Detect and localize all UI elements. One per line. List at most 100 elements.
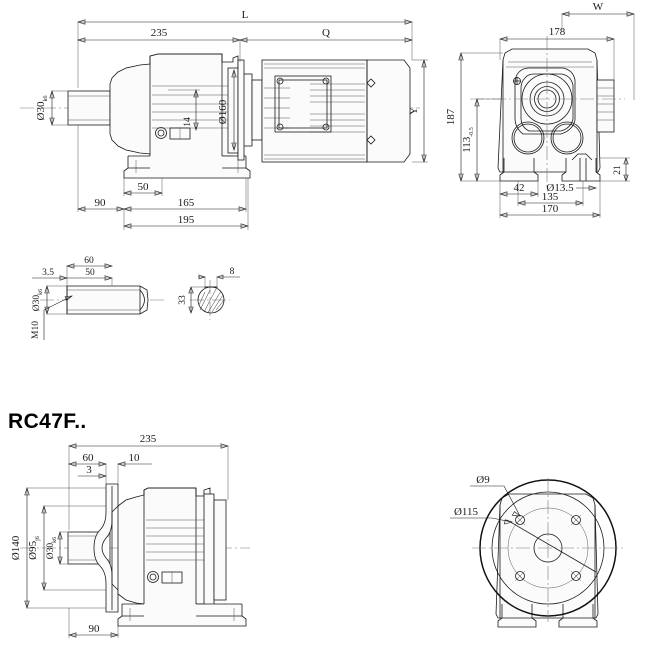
flange-foot-left	[497, 604, 537, 628]
dimension-d160: Ø160	[217, 68, 237, 152]
dimension-b140: Ø140	[10, 486, 106, 610]
dim-label-f115: Ø115	[454, 506, 479, 518]
dim-label-195: 195	[178, 214, 195, 226]
dimension-b10: 10	[116, 452, 152, 484]
motor-body	[261, 59, 368, 163]
dimension-d30k6: Ø30k6	[35, 89, 78, 127]
dimension-M10: M10	[31, 295, 73, 340]
breather-plug-icon	[513, 77, 521, 85]
dim-label-235: 235	[151, 27, 168, 39]
dim-label-d160: Ø160	[217, 99, 229, 124]
dim-label-b30: Ø30k6	[46, 537, 58, 559]
lower-bosses	[511, 121, 584, 155]
dim-label-d13-5: Ø13.5	[546, 182, 574, 194]
dim-label-113: 113-0.5	[461, 127, 475, 153]
fin-group	[264, 83, 365, 133]
flange-section	[227, 59, 263, 161]
shaft-body	[66, 285, 149, 315]
dim-label-14: 14	[183, 117, 193, 127]
dimension-14: 14	[168, 88, 200, 132]
flange-side-elevation-view: 235 60 10 3 Ø140	[10, 433, 250, 638]
dimension-b90: 90	[67, 608, 120, 638]
dim-label-b95: Ø95j6	[27, 536, 41, 560]
dimension-50: 50	[122, 178, 164, 196]
dim-label-b235: 235	[140, 433, 157, 445]
dimension-42: 42	[498, 181, 540, 197]
dimension-d13-5: Ø13.5	[546, 182, 598, 194]
end-view-feet	[499, 153, 601, 182]
dimension-shaft-50: 50	[67, 268, 114, 286]
dim-label-21: 21	[613, 165, 623, 175]
flange-housing-outline	[495, 493, 599, 619]
dim-label-shaft-d30k6: Ø30k6	[32, 289, 44, 311]
dimension-b235: 235	[67, 433, 230, 530]
dim-label-165: 165	[178, 197, 195, 209]
dim-label-b140: Ø140	[10, 535, 22, 560]
dim-label-M10: M10	[31, 321, 41, 339]
dim-label-shaft-50: 50	[85, 268, 95, 278]
side-fins	[596, 79, 615, 133]
dimension-W: W	[560, 1, 636, 100]
dim-label-170: 170	[542, 203, 559, 215]
dimension-165: 165	[122, 178, 248, 212]
dim-label-b3: 3	[86, 464, 92, 476]
dim-label-b90: 90	[89, 623, 101, 635]
bolt-hole	[570, 570, 582, 582]
side-elevation-view: L 235 Q Ø30k6	[20, 9, 428, 230]
dimension-Q: Q	[238, 27, 414, 43]
page-title: RC47F..	[8, 410, 87, 433]
dimension-shaft-d30k6: Ø30k6	[32, 284, 67, 316]
dimension-b30: Ø30k6	[46, 530, 70, 566]
section-hatching	[198, 288, 225, 313]
dimension-b3: 3	[78, 464, 108, 479]
dimension-235: 235	[76, 27, 242, 62]
mounting-feet	[123, 155, 251, 179]
dimension-21: 21	[600, 157, 630, 182]
dimension-135: 135	[516, 181, 585, 206]
bolt-hole-group	[514, 514, 582, 582]
dim-label-3-5: 3.5	[42, 268, 54, 278]
dimension-f9: Ø9	[470, 474, 521, 517]
dim-label-L: L	[242, 9, 249, 21]
dimension-178: 178	[498, 26, 616, 80]
dim-label-8: 8	[230, 267, 235, 277]
dimension-187: 187	[445, 51, 503, 183]
dim-label-50: 50	[138, 181, 150, 193]
key-cross-section-view: 33 8	[178, 267, 240, 320]
dimension-shaft-60: 60	[65, 256, 114, 286]
dimension-170: 170	[498, 181, 602, 218]
dimension-8: 8	[198, 267, 240, 288]
dimension-113: 113-0.5	[461, 97, 503, 183]
bottom-flange-block	[203, 493, 227, 607]
dim-label-90: 90	[95, 197, 107, 209]
dim-label-W: W	[593, 1, 604, 13]
bottom-mounting-feet	[117, 603, 247, 627]
bolt-circle-indicator	[506, 519, 597, 573]
bottom-gear-housing	[117, 487, 211, 613]
output-shaft	[67, 90, 111, 126]
dimension-33: 33	[178, 286, 205, 314]
fan-cowl	[366, 59, 411, 163]
dimension-90: 90	[76, 125, 126, 212]
dim-label-33: 33	[178, 295, 188, 305]
dim-label-187: 187	[445, 108, 457, 125]
housing-outline	[497, 48, 601, 173]
dimension-195: 195	[122, 178, 250, 230]
flange-foot-right	[558, 604, 598, 628]
dimension-Y: Y	[408, 58, 428, 164]
end-elevation-view: W 178 187 113-0.5	[445, 1, 636, 218]
shaft-detail-view: Ø30k6 3.5 50 60 M10	[31, 256, 165, 340]
dim-label-d30k6: Ø30k6	[35, 96, 49, 121]
dim-label-f9: Ø9	[476, 474, 490, 486]
dim-label-b60: 60	[83, 452, 95, 464]
bolt-hole	[570, 514, 582, 526]
dim-label-shaft-60: 60	[84, 256, 94, 266]
dimension-b95: Ø95j6	[27, 504, 106, 592]
dimension-L: L	[76, 9, 414, 88]
dim-label-42: 42	[514, 182, 525, 194]
dim-label-b10: 10	[129, 452, 141, 464]
dimension-b60: 60	[67, 452, 108, 484]
dim-label-Y: Y	[408, 107, 420, 115]
dim-label-135: 135	[542, 191, 559, 203]
